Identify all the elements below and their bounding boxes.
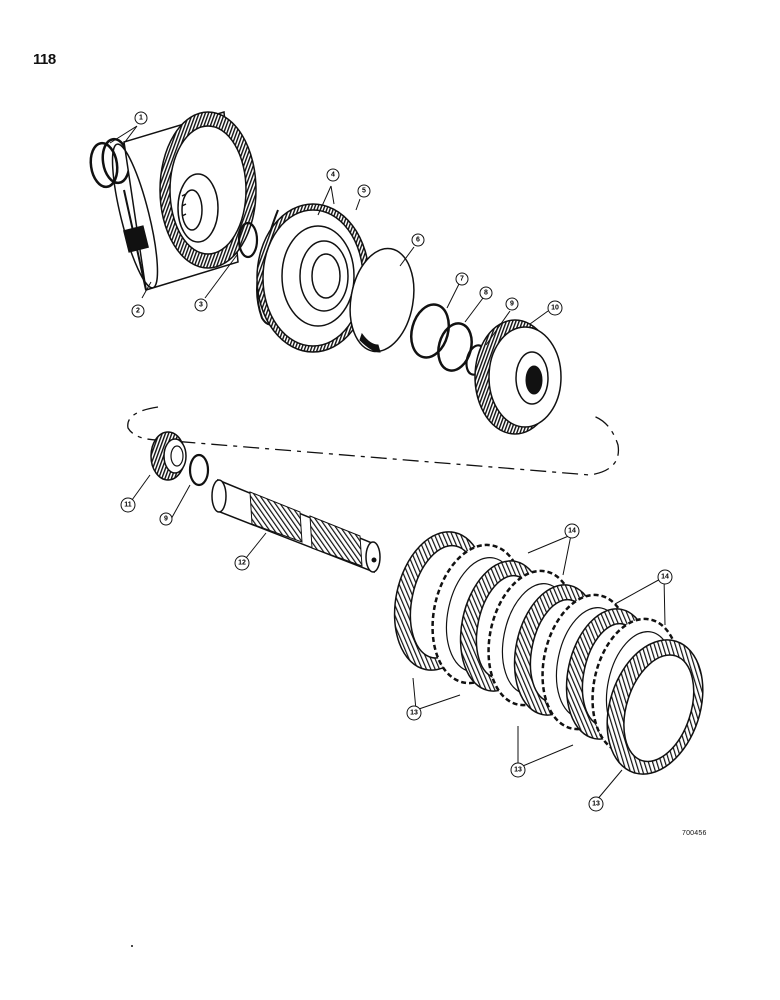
part-gear-plate-assembly [256,203,370,353]
part-splined-shaft [211,478,381,574]
callout: 11 [120,497,136,513]
callout-label: 8 [484,290,488,297]
stray-mark [131,945,133,947]
callout: 13 [406,705,422,721]
callout-label: 4 [331,172,335,179]
callout-label: 6 [416,237,420,244]
callout: 4 [326,168,340,182]
callout-label: 10 [551,305,559,312]
part-small-gear [150,431,187,481]
callout-label: 11 [124,502,132,509]
part-thrust-washer [349,247,415,353]
callout: 10 [547,300,563,316]
callout-label: 13 [514,767,522,774]
callout: 9 [159,512,173,526]
callout: 12 [234,555,250,571]
callout: 3 [194,298,208,312]
callout-label: 3 [199,302,203,309]
callout: 13 [510,762,526,778]
callout-label: 13 [592,801,600,808]
callout-label: 12 [238,560,246,567]
callout-label: 14 [568,528,576,535]
part-gear-hub [474,319,562,435]
callout-label: 13 [410,710,418,717]
callout-label: 5 [362,188,366,195]
callout-label: 1 [139,115,143,122]
callout-label: 7 [460,276,464,283]
callout: 2 [131,304,145,318]
callout: 1 [134,111,148,125]
part-small-ring [237,221,259,259]
part-ring-gear-drum [111,111,257,291]
callout: 14 [564,523,580,539]
callout: 13 [588,796,604,812]
callout-label: 14 [661,574,669,581]
callout: 7 [455,272,469,286]
callout: 5 [357,184,371,198]
callout: 14 [657,569,673,585]
callout-leader-lines [109,125,666,802]
callout: 6 [411,233,425,247]
assembly-dashed-line [127,406,620,476]
callouts: 1 2 3 4 5 6 7 8 [120,111,673,812]
part-snap-ring-9 [188,453,210,487]
part-clutch-pack [393,531,704,775]
callout-label: 9 [164,516,168,523]
figure-code: 700456 [682,830,707,837]
page-number: 118 [33,51,56,68]
callout: 9 [505,297,519,311]
callout: 8 [479,286,493,300]
callout-label: 9 [510,301,514,308]
callout-label: 2 [136,308,140,315]
